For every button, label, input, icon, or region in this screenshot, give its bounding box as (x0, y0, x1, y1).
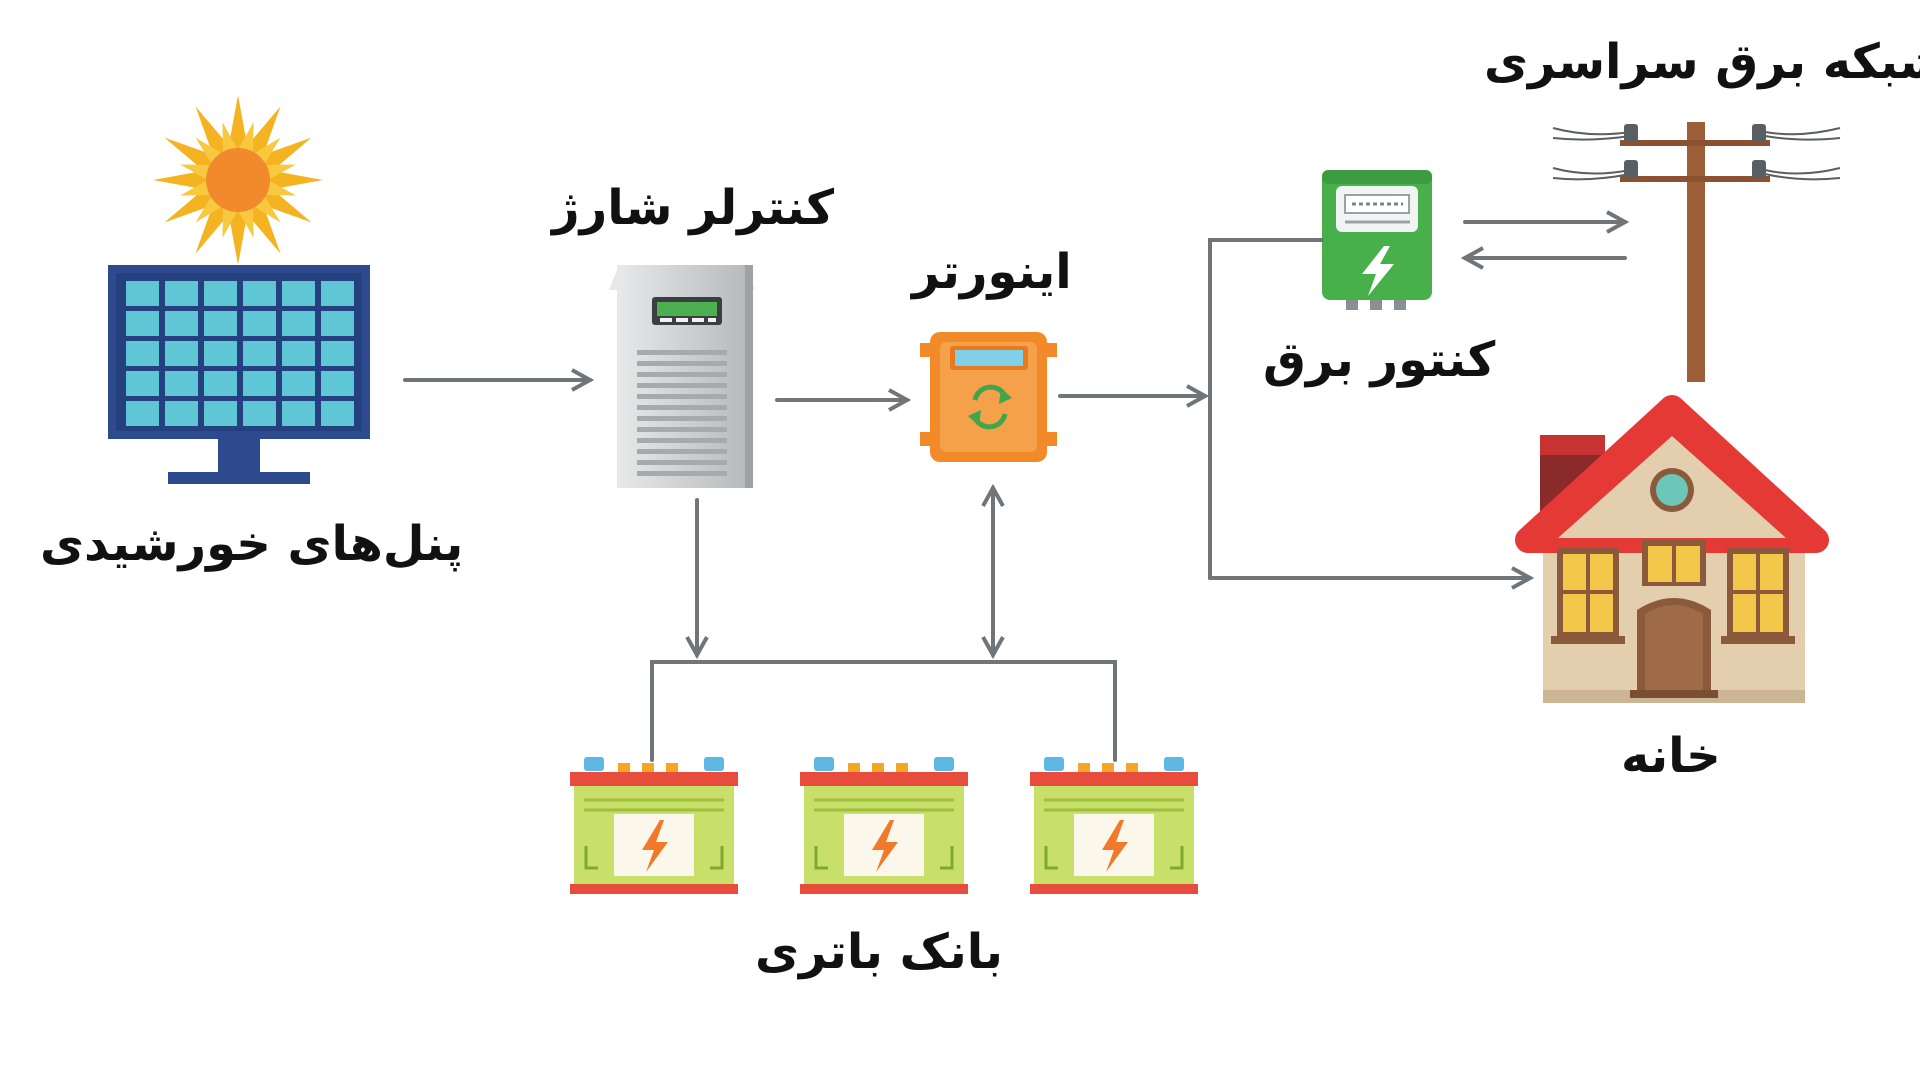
house-icon (1515, 395, 1829, 703)
house-label: خانه (1621, 728, 1721, 784)
inverter-icon (920, 332, 1057, 462)
inverter-label: اینورتر (912, 244, 1072, 300)
line-bus-to-meter (1208, 238, 1324, 580)
sun-icon (153, 95, 323, 265)
battery-icon (1030, 757, 1198, 894)
battery-bus-line (650, 660, 1117, 762)
electricity-meter-label: کنتور برق (1263, 332, 1496, 388)
charge-controller-label: کنترلر شارژ (552, 180, 835, 236)
national-grid-label: شبکه برق سراسری (1484, 34, 1920, 90)
battery-icon (800, 757, 968, 894)
charge-controller-icon (609, 265, 755, 488)
solar-panels-label: پنل‌های خورشیدی (40, 516, 464, 572)
electric-meter-icon (1322, 170, 1432, 310)
battery-icon (570, 757, 738, 894)
battery-bank-label: بانک باتری (755, 924, 1003, 980)
solar-panel-icon (108, 265, 370, 484)
power-pole-icon (1552, 122, 1841, 382)
